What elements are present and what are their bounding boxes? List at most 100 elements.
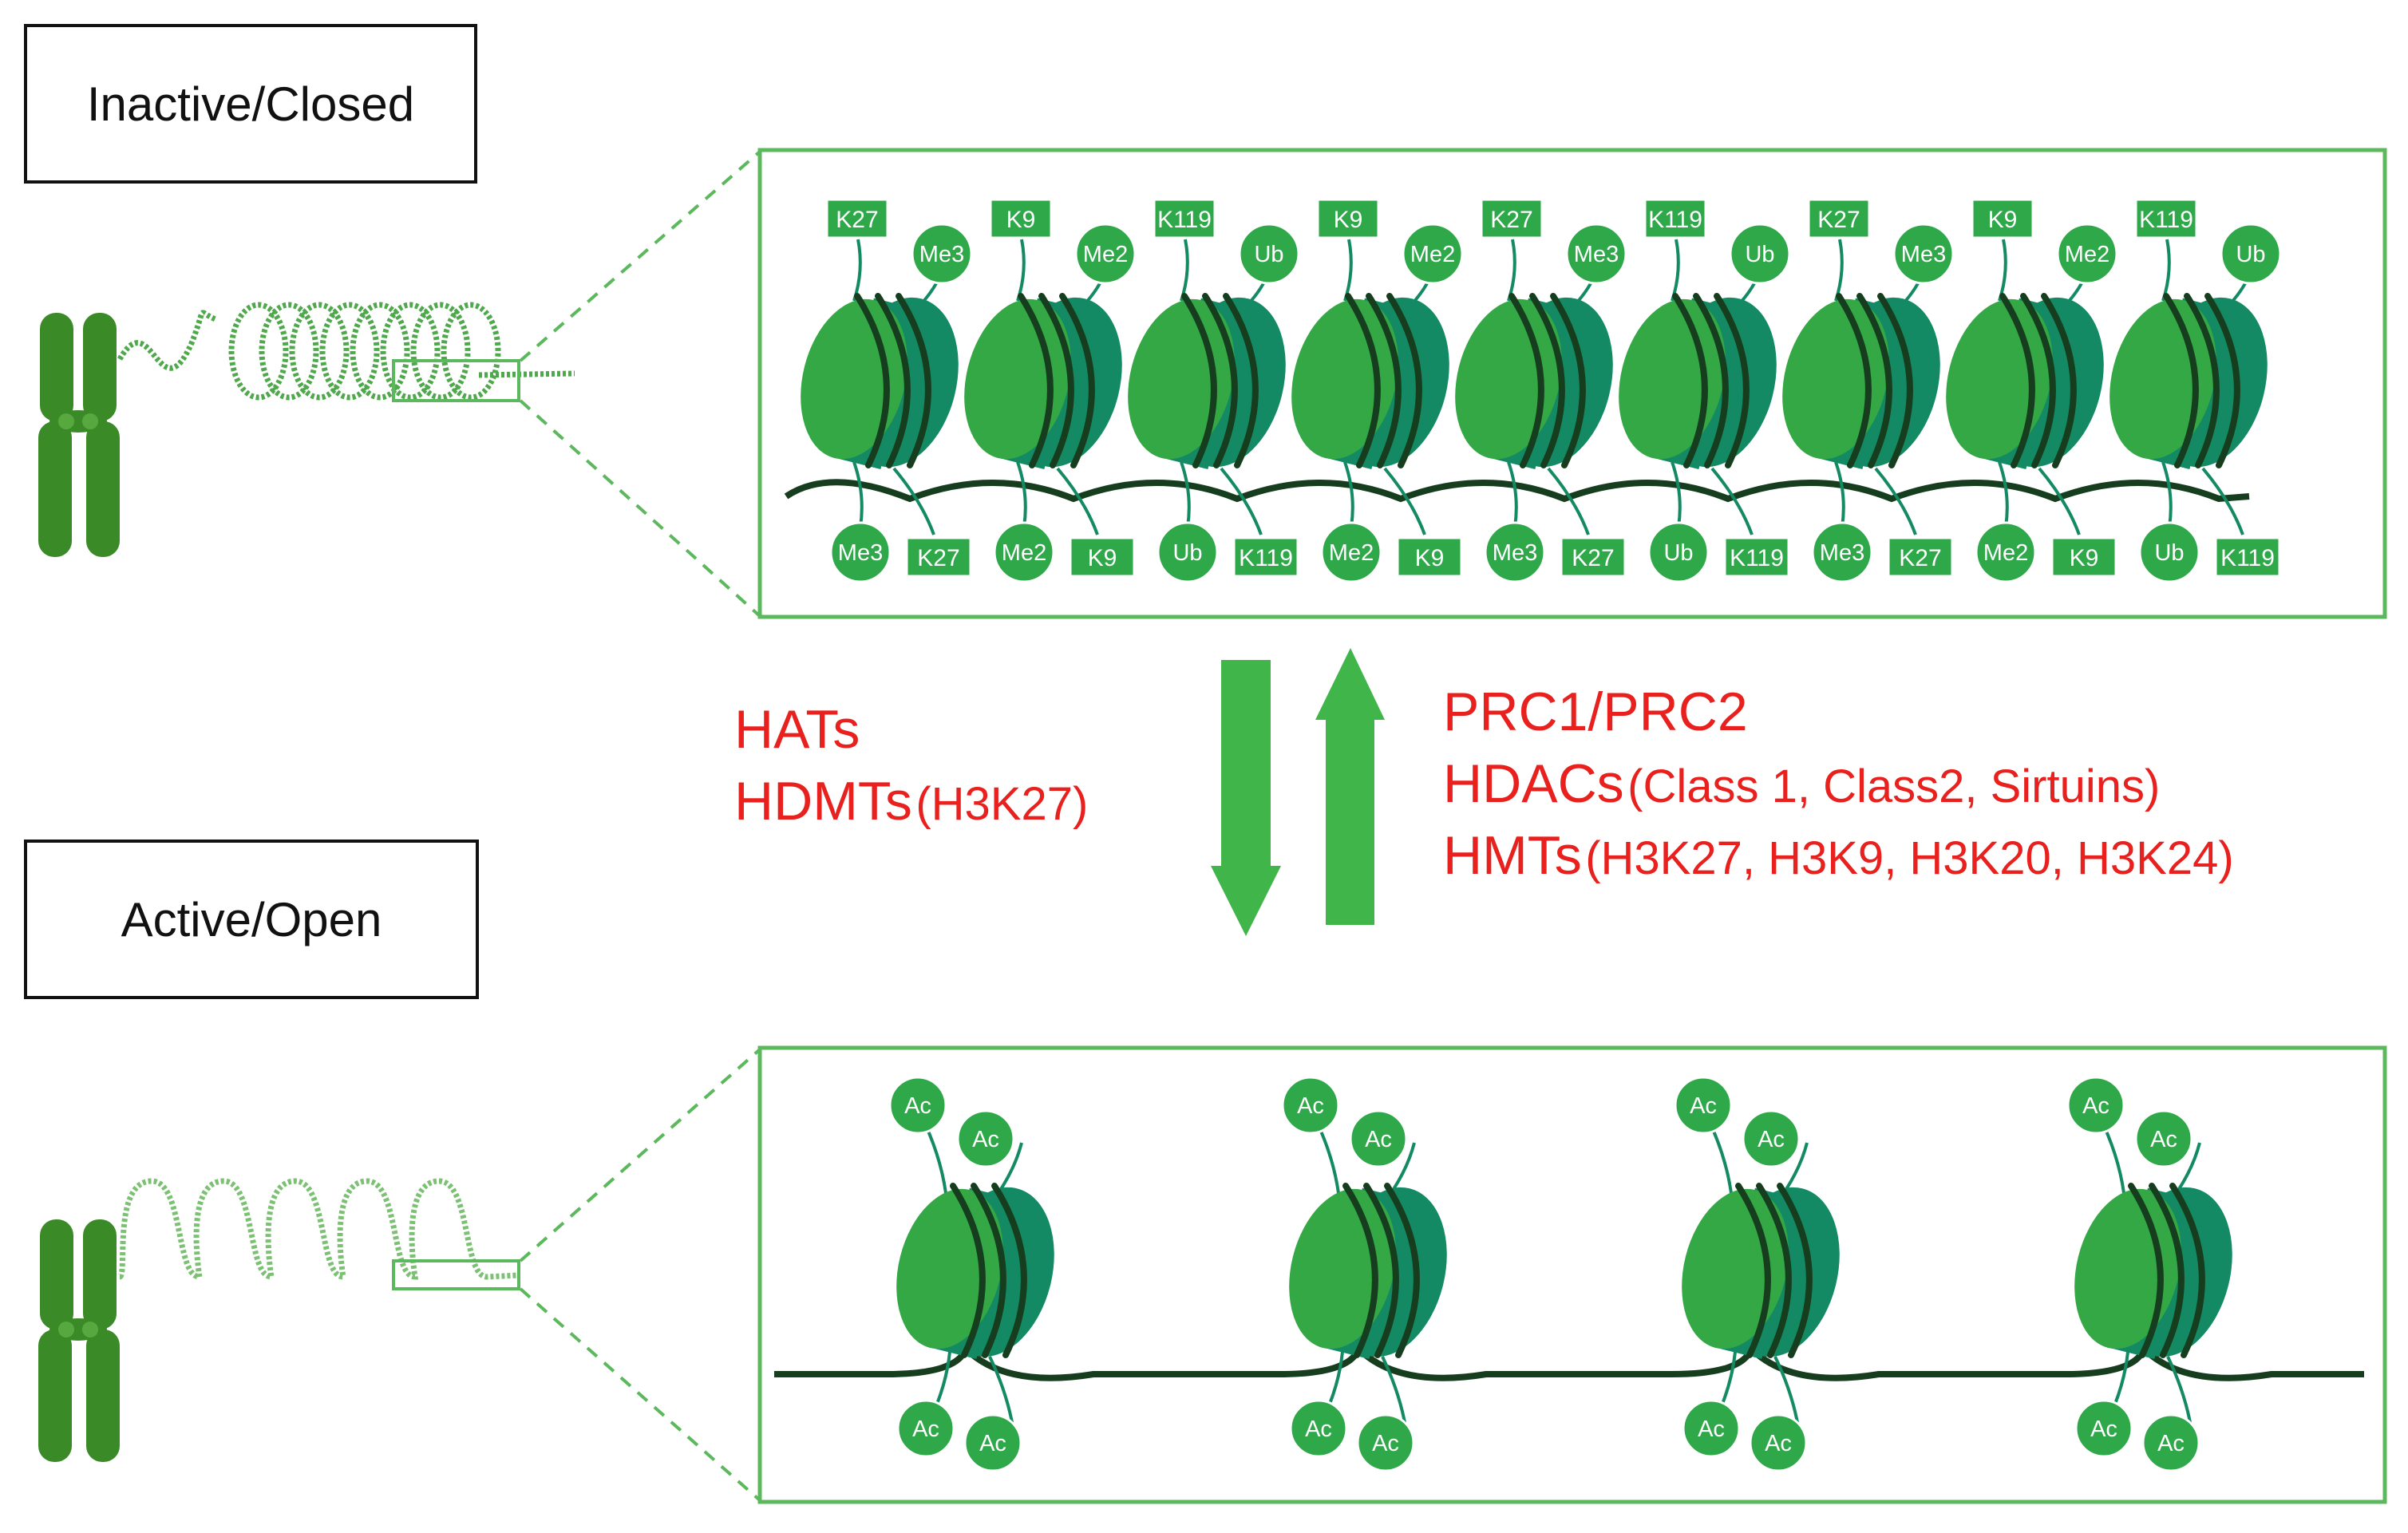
modification-label: Me2: [2065, 242, 2109, 267]
residue-label: K9: [1988, 207, 2018, 233]
dna-wrap: [971, 1183, 1006, 1358]
residue-tag: [1069, 536, 1136, 578]
dna-wrap: [1386, 293, 1422, 468]
residue-tag: [825, 198, 889, 239]
dna-wrap: [1018, 293, 1054, 468]
residue-tag: [1153, 198, 1216, 239]
histone-tail: [1998, 239, 2007, 302]
histone-tail: [1547, 467, 1590, 535]
residue-tag: [1232, 536, 1299, 578]
modification-mark: [1484, 521, 1546, 583]
dna-wrap: [2169, 1183, 2205, 1358]
modification-label: Me3: [838, 540, 883, 566]
modification-mark: [1647, 521, 1710, 583]
dna-wrap: [875, 293, 911, 468]
residue-label: K9: [1006, 207, 1036, 233]
dna-wrap: [1366, 293, 1402, 468]
histone-tail: [1834, 461, 1845, 527]
histone-tail: [1507, 239, 1516, 302]
modification-mark: [1811, 521, 1873, 583]
modification-label: Ac: [904, 1093, 931, 1119]
modification-label: Ac: [1297, 1093, 1324, 1119]
residue-tag: [1643, 198, 1707, 239]
modification-mark: [1281, 1076, 1340, 1135]
dna-wrap: [2204, 293, 2240, 468]
modification-mark: [1356, 1413, 1415, 1472]
modification-label: Ac: [972, 1127, 999, 1152]
enzyme-hdmts: HDMTs (H3K27): [734, 771, 1089, 832]
residue-tag: [2214, 536, 2281, 578]
histone-tail: [1180, 239, 1189, 302]
dna-wrap: [1508, 293, 1544, 468]
modification-mark: [911, 223, 973, 285]
opening-enzymes: HATs HDMTs (H3K27): [734, 702, 1088, 828]
enzyme-hmts: HMTs (H3K27, H3K9, H3K20, H3K24): [1443, 825, 2234, 886]
zoom-box-open: [392, 1259, 520, 1290]
residue-label: K27: [1817, 207, 1860, 233]
histone-tail: [1874, 467, 1917, 535]
histone-tail: [1383, 467, 1426, 535]
chromosome-icon-open: [38, 1219, 120, 1462]
residue-tag: [1807, 198, 1871, 239]
histone-tail: [1710, 467, 1754, 535]
modification-label: Ub: [1254, 242, 1283, 267]
histone-tail: [1998, 461, 2009, 527]
modification-label: Ac: [2150, 1127, 2177, 1152]
dna-wrap: [1363, 1183, 1399, 1358]
dna-wrap: [2020, 293, 2056, 468]
dna-wrap: [2184, 293, 2220, 468]
dna-wrap: [1999, 293, 2035, 468]
enzyme-hdacs: HDACs (Class 1, Class2, Sirtuins): [1443, 753, 2161, 814]
modification-label: Ub: [1172, 540, 1202, 566]
histone-tail: [1671, 461, 1682, 527]
modification-mark: [1674, 1076, 1733, 1135]
residue-label: K119: [1730, 545, 1784, 571]
relaxed-chromatin-fiber: [117, 1178, 520, 1280]
dna-wrap: [1756, 1183, 1792, 1358]
dna-wrap: [2163, 293, 2199, 468]
modification-label: Ub: [2154, 540, 2184, 566]
dna-wrap: [1836, 293, 1872, 468]
dna-wrap: [1550, 293, 1586, 468]
modification-mark: [1749, 1413, 1808, 1472]
residue-tag: [1316, 198, 1380, 239]
modification-mark: [2134, 1109, 2193, 1168]
residue-tag: [1480, 198, 1544, 239]
dna-strand-open: [774, 1342, 2364, 1381]
dna-wrap: [1384, 1183, 1420, 1358]
dna-wrap: [896, 293, 931, 468]
histone-tail: [1507, 461, 1518, 527]
modification-label: Me2: [1329, 540, 1374, 566]
histone-tail: [2201, 467, 2244, 535]
residue-tag: [1560, 536, 1627, 578]
modification-mark: [2141, 1413, 2200, 1472]
modification-label: Ac: [1365, 1127, 1392, 1152]
dna-wrap: [1181, 293, 1217, 468]
chromosome-icon-closed: [38, 313, 120, 557]
modification-mark: [956, 1109, 1015, 1168]
modification-mark: [1729, 223, 1791, 285]
dna-wrap: [1202, 293, 1238, 468]
modification-mark: [2066, 1076, 2125, 1135]
modification-mark: [1289, 1399, 1348, 1458]
modification-label: Me2: [1983, 540, 2028, 566]
state-label-inactive: Inactive/Closed: [24, 24, 477, 184]
modification-mark: [1565, 223, 1627, 285]
residue-label: K27: [836, 207, 878, 233]
residue-label: K119: [2220, 545, 2275, 571]
modification-mark: [1349, 1109, 1408, 1168]
histone-tail: [1056, 467, 1099, 535]
zoom-lines-closed: [519, 150, 761, 618]
state-label-active: Active/Open: [24, 840, 479, 999]
histone-tail: [1016, 239, 1026, 302]
dna-wrap: [1735, 1183, 1771, 1358]
modification-mark: [1074, 223, 1137, 285]
modification-mark: [888, 1076, 947, 1135]
histone-tail: [1343, 461, 1354, 527]
